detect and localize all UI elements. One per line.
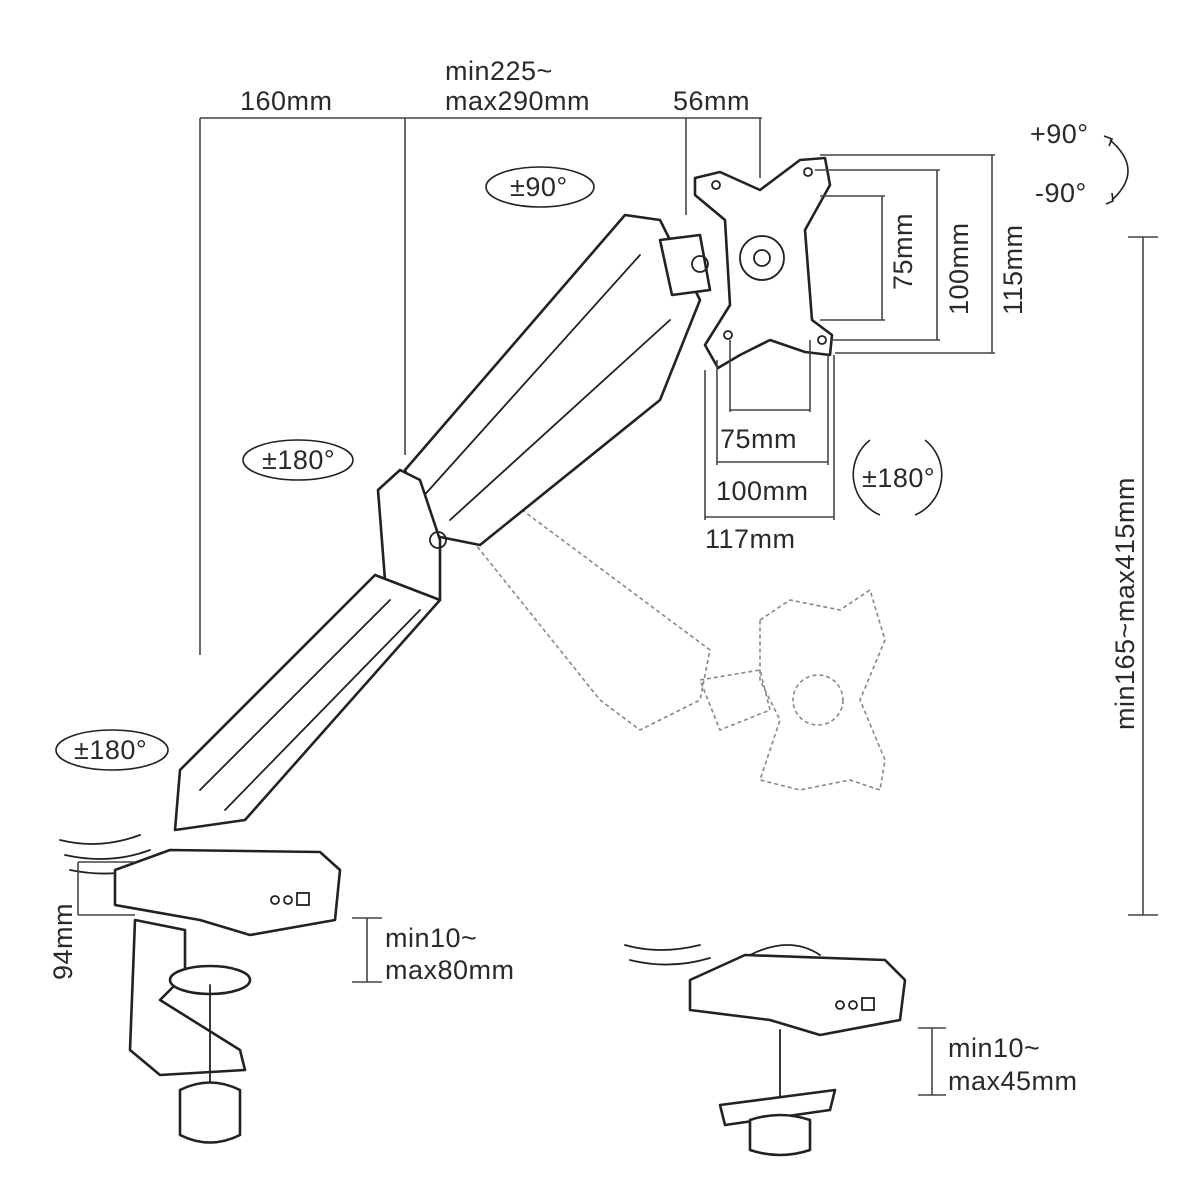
rotation-circle-icon (852, 439, 943, 516)
vesa-h-75-label: 75mm (720, 424, 797, 454)
arm-swivel-label: ±180° (262, 445, 335, 475)
grommet-desk-max-label: max45mm (948, 1066, 1078, 1096)
lower-arm (173, 468, 447, 832)
arm-swivel-indicator: ±180° (242, 439, 354, 481)
clamp-dimension-lines (77, 861, 382, 983)
arm-reach-min-label: min225~ (445, 56, 553, 86)
top-dimension-lines (199, 117, 762, 655)
clamp-base (59, 834, 342, 1144)
vesa-plate (693, 156, 834, 370)
rotation-ellipse-icon (242, 439, 354, 481)
plate-offset-label: 56mm (673, 86, 750, 116)
tilt-arrow-icon (1109, 139, 1129, 201)
head-swivel-indicator: ±90° (485, 166, 595, 208)
rotation-ellipse-icon (55, 729, 169, 771)
tilt-arrowheads-icon (1103, 135, 1114, 205)
tilt-down-label: -90° (1035, 178, 1087, 208)
tilt-up-label: +90° (1030, 119, 1089, 149)
base-swivel-label: ±180° (74, 735, 147, 765)
base-offset-label: 160mm (240, 86, 333, 116)
plate-dimension-lines (704, 154, 995, 520)
vesa-v-75-label: 75mm (888, 213, 918, 290)
height-dimension-line (1128, 236, 1158, 916)
clamp-desk-max-label: max80mm (385, 955, 515, 985)
vesa-h-100-label: 100mm (716, 476, 809, 506)
grommet-dimension-lines (918, 1027, 946, 1096)
plate-height-label: 115mm (998, 224, 1028, 315)
head-swivel-label: ±90° (510, 172, 568, 202)
grommet-desk-min-label: min10~ (948, 1033, 1040, 1063)
height-range-label: min165~max415mm (1110, 477, 1140, 730)
plate-rotate-indicator: ±180° (852, 439, 943, 516)
upper-arm (403, 213, 712, 547)
plate-width-label: 117mm (705, 524, 796, 554)
vesa-v-100-label: 100mm (944, 222, 974, 315)
clamp-height-label: 94mm (48, 903, 78, 980)
grommet-base (624, 944, 907, 1157)
clamp-desk-min-label: min10~ (385, 923, 477, 953)
base-swivel-indicator: ±180° (55, 729, 169, 771)
arm-reach-max-label: max290mm (445, 86, 590, 116)
rotation-ellipse-icon (485, 166, 595, 208)
plate-rotate-label: ±180° (862, 463, 935, 493)
